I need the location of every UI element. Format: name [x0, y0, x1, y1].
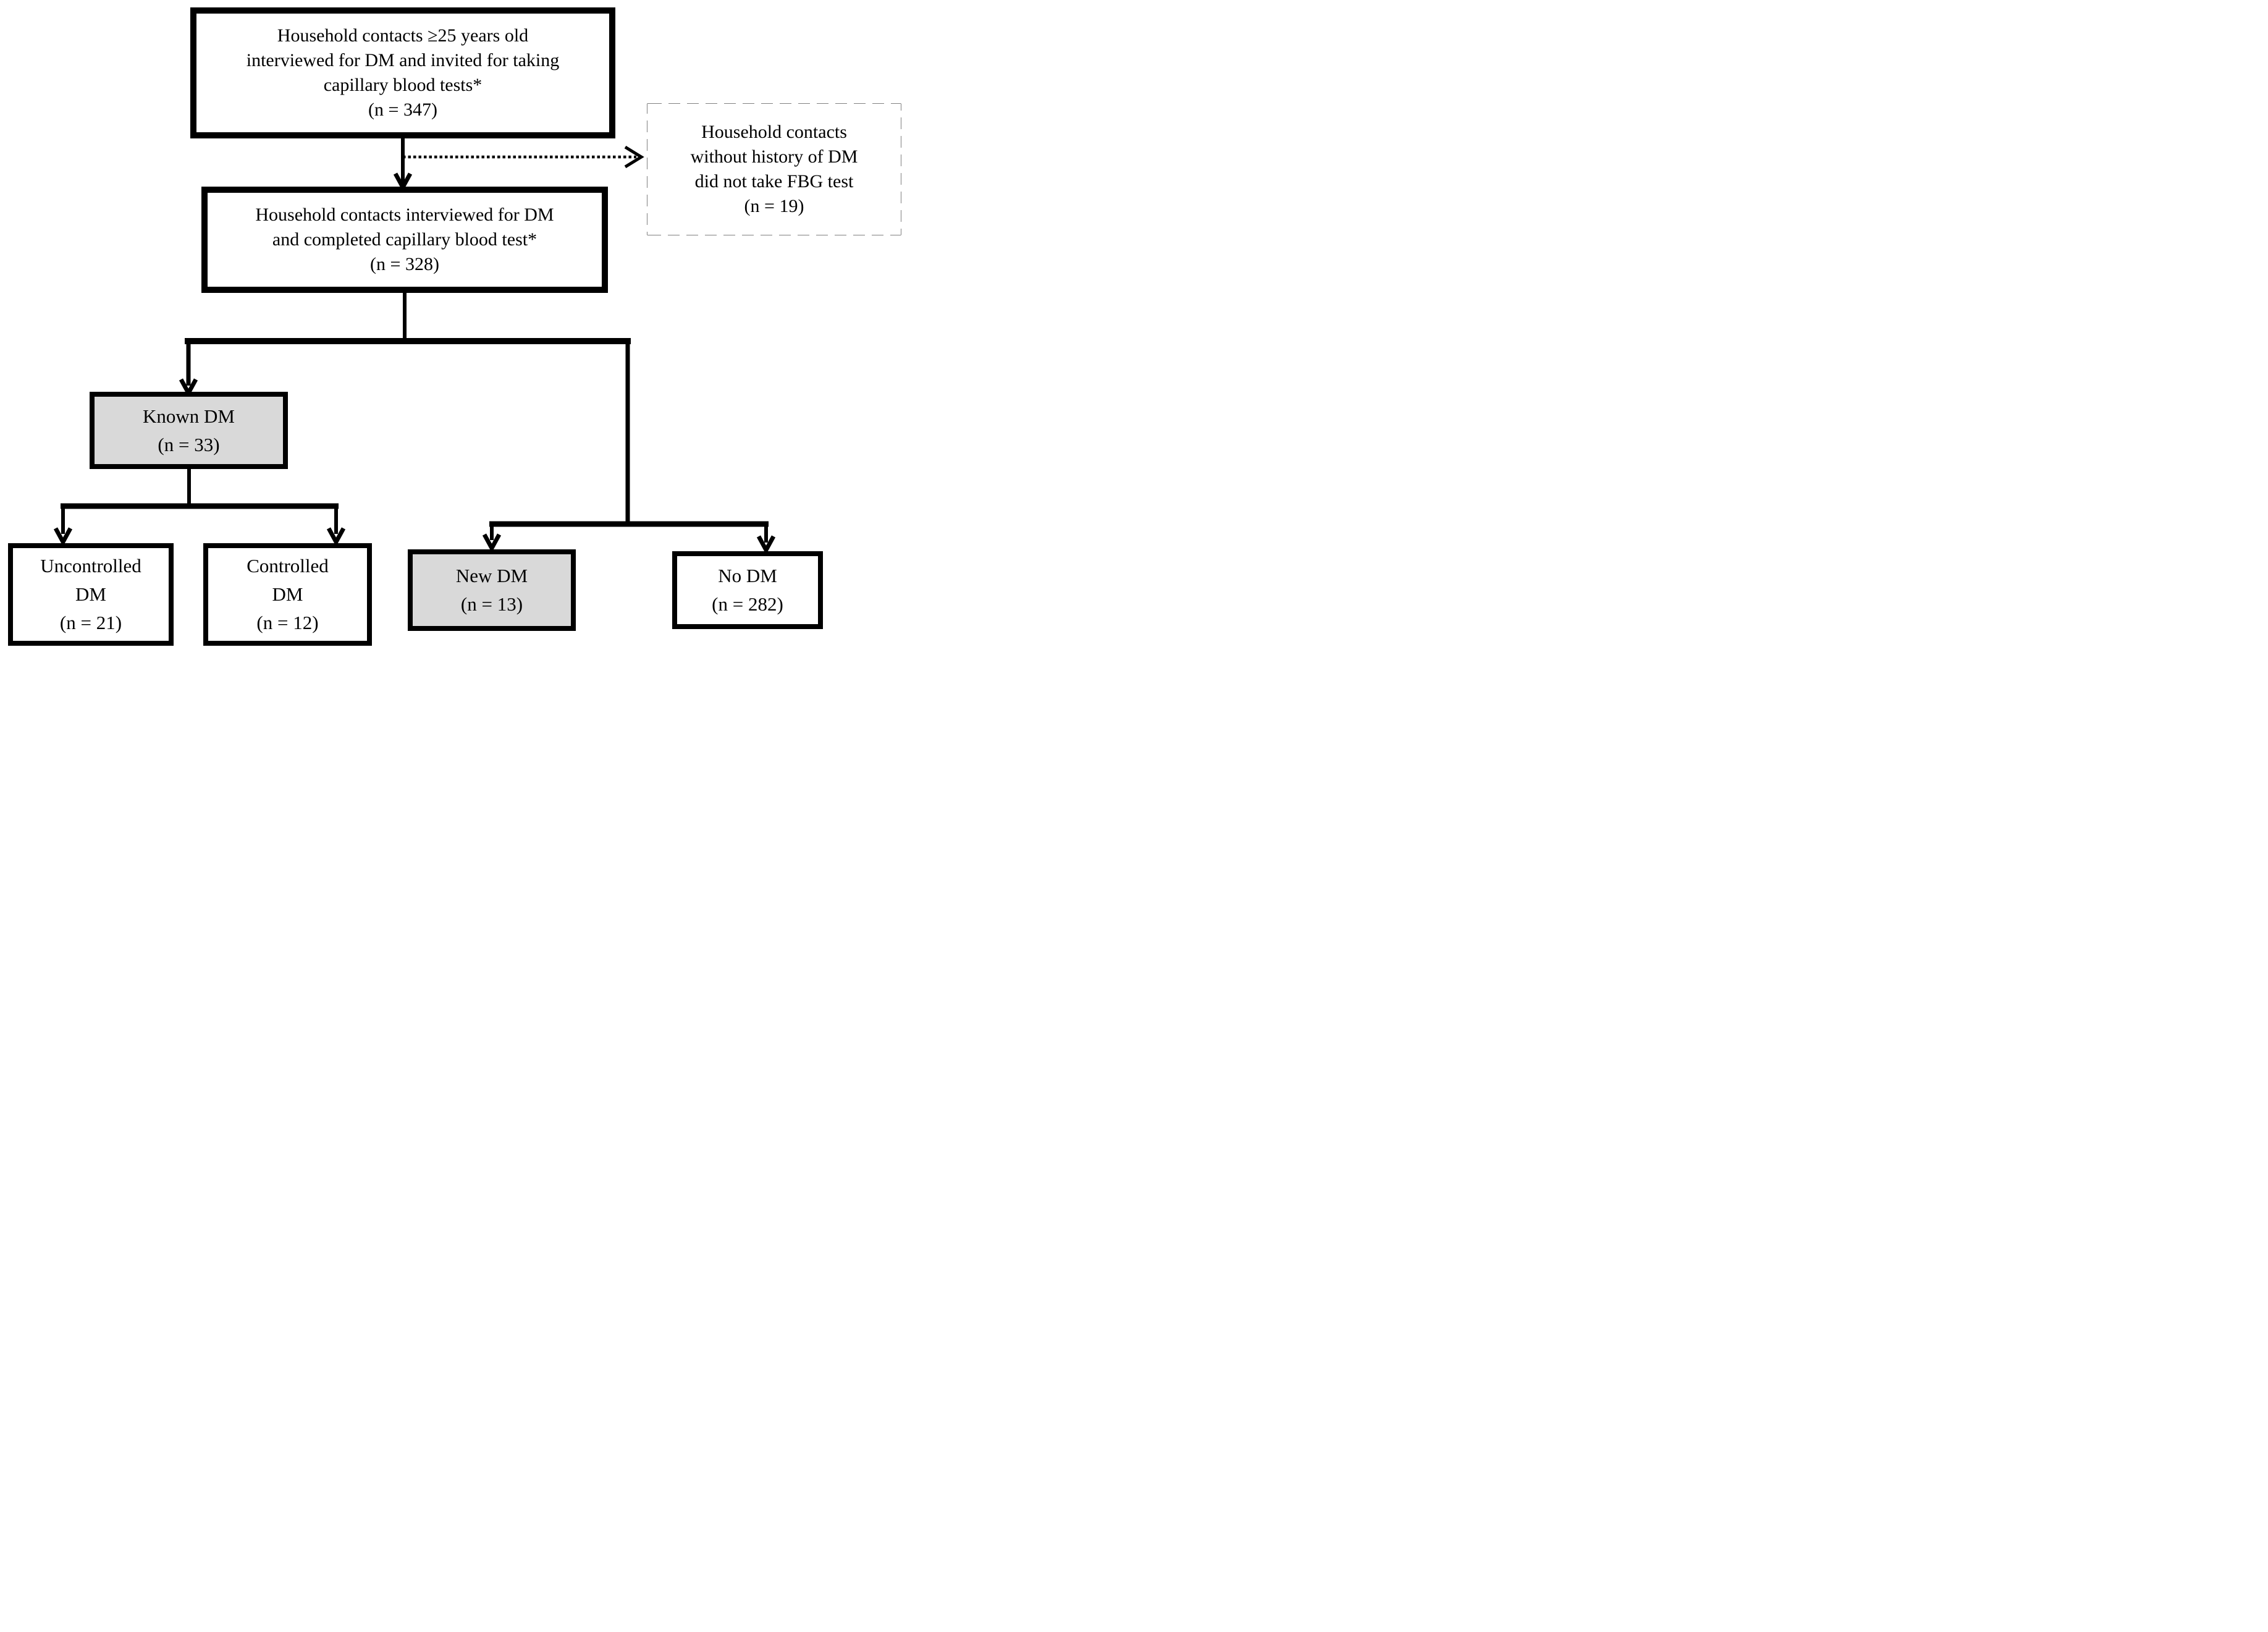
box-known-dm-line: Known DM	[143, 405, 235, 427]
box-new-dm-count: (n = 13)	[460, 593, 523, 615]
box-uncontrolled-dm: Uncontrolled DM (n = 21)	[8, 543, 174, 646]
box-known-dm: Known DM (n = 33)	[90, 392, 288, 469]
arrow-down-icon	[482, 533, 502, 553]
box-known-dm-count: (n = 33)	[158, 433, 220, 455]
box-completed: Household contacts interviewed for DM an…	[201, 187, 608, 293]
arrow-down-icon	[756, 535, 776, 555]
box-completed-line: Household contacts interviewed for DM	[255, 205, 554, 225]
box-eligible-line: interviewed for DM and invited for takin…	[246, 50, 560, 70]
box-completed-line: and completed capillary blood test*	[272, 229, 537, 250]
box-no-dm-count: (n = 282)	[712, 593, 783, 615]
flow-diagram: Household contacts ≥25 years old intervi…	[0, 0, 907, 653]
arrow-down-icon	[53, 527, 73, 547]
box-no-dm-line: No DM	[718, 565, 777, 586]
box-controlled-dm-line: Controlled	[247, 555, 329, 577]
box-completed-count: (n = 328)	[370, 254, 439, 274]
box-eligible-line: Household contacts ≥25 years old	[277, 25, 529, 46]
box-eligible-line: capillary blood tests*	[323, 75, 483, 95]
box-eligible: Household contacts ≥25 years old intervi…	[190, 7, 615, 138]
box-excluded-line: without history of DM	[690, 146, 858, 167]
box-uncontrolled-dm-line: Uncontrolled	[40, 555, 141, 577]
box-controlled-dm-count: (n = 12)	[256, 612, 319, 633]
arrow-down-icon	[326, 527, 346, 547]
box-excluded-line: Household contacts	[701, 122, 847, 142]
box-new-dm-line: New DM	[455, 565, 528, 586]
box-controlled-dm-line: DM	[272, 583, 303, 605]
box-excluded-line: did not take FBG test	[694, 171, 854, 192]
box-new-dm: New DM (n = 13)	[408, 549, 576, 631]
box-excluded-count: (n = 19)	[744, 196, 804, 216]
box-uncontrolled-dm-count: (n = 21)	[59, 612, 122, 633]
box-uncontrolled-dm-line: DM	[75, 583, 106, 605]
box-excluded: Household contacts without history of DM…	[647, 104, 901, 235]
arrow-right-icon	[624, 145, 644, 169]
box-no-dm: No DM (n = 282)	[672, 551, 823, 629]
box-controlled-dm: Controlled DM (n = 12)	[203, 543, 372, 646]
box-eligible-count: (n = 347)	[368, 99, 437, 120]
